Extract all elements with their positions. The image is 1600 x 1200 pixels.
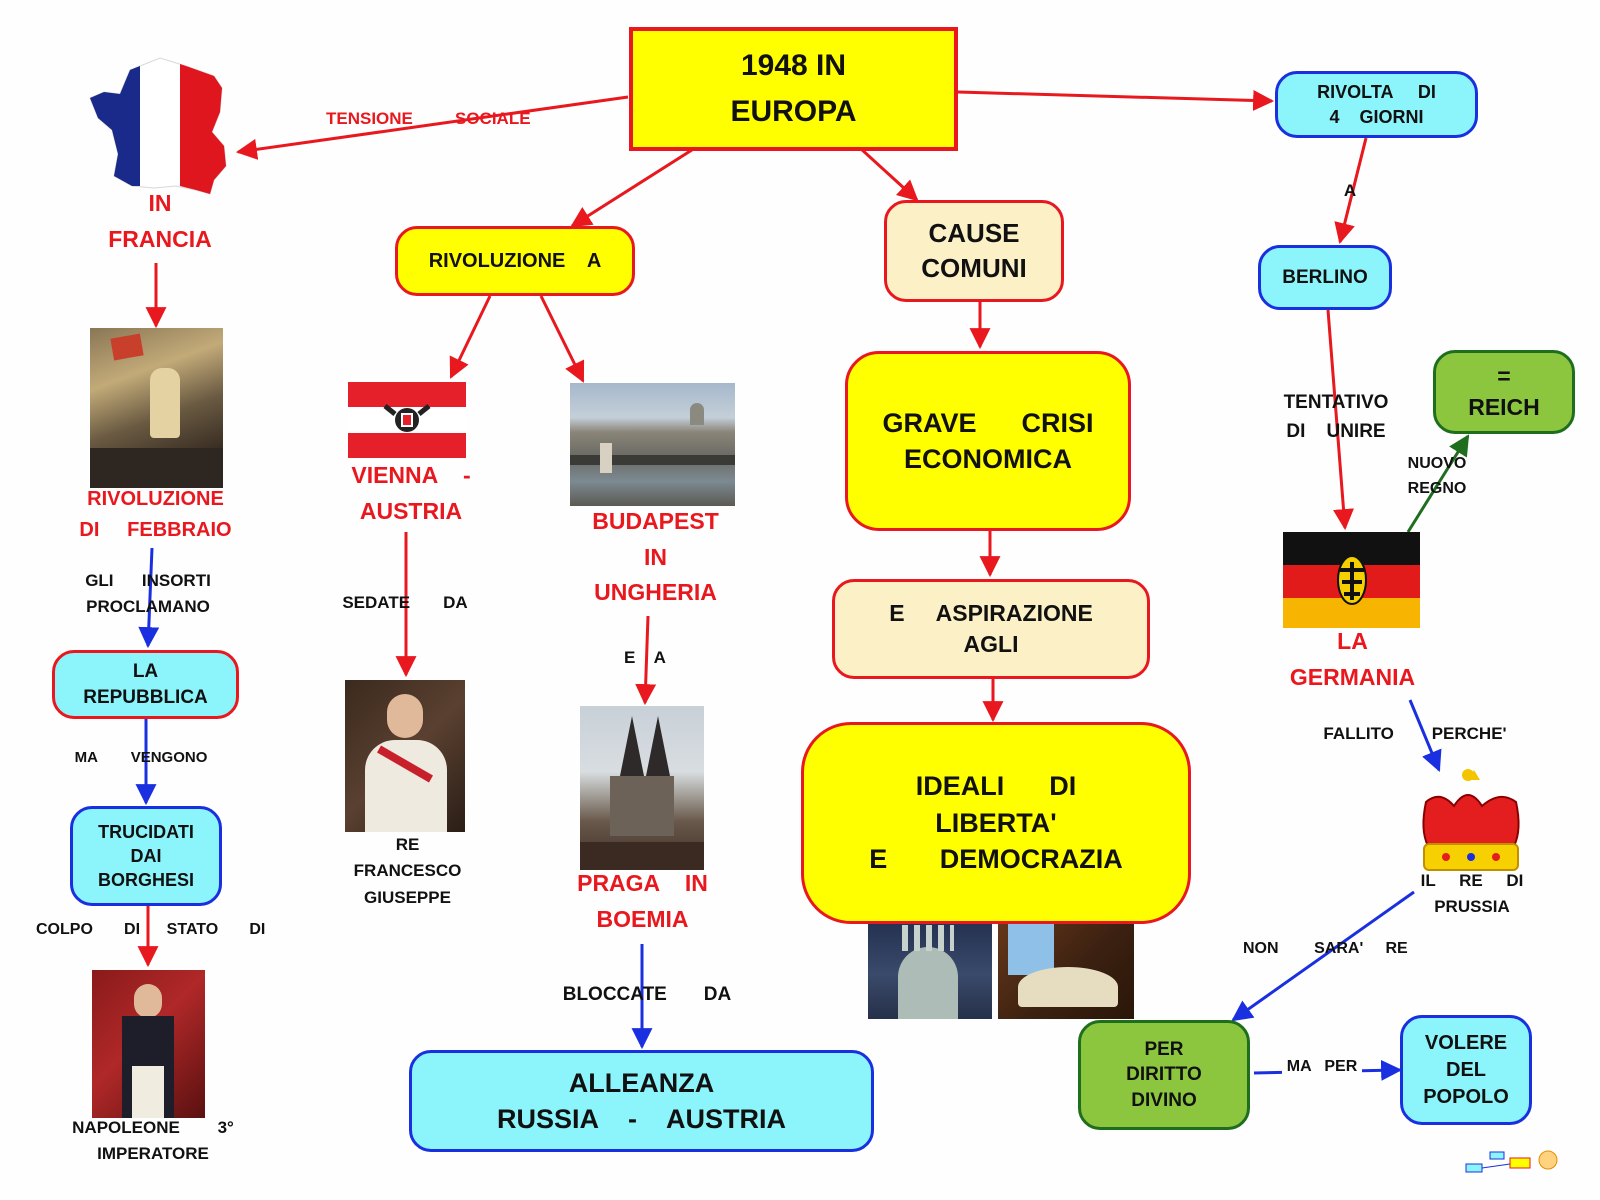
- arrow-rivoluzione-vienna: [449, 295, 492, 379]
- alleanza-line-1: ALLEANZA: [568, 1067, 715, 1098]
- volere-line-1: VOLERE: [1424, 1031, 1508, 1054]
- aspirazione-line-2: AGLI: [963, 631, 1019, 657]
- napoleone-link-label: NAPOLEONE 3° IMPERATORE: [72, 1118, 234, 1164]
- liberty-leading-painting: [90, 328, 223, 488]
- volere-line-2: DEL: [1446, 1058, 1486, 1081]
- budapest-photo: [570, 383, 735, 506]
- arrow-budapest-praga: [635, 615, 657, 706]
- france-map-icon: [89, 57, 227, 195]
- trucidati-line-2: DAI: [130, 845, 162, 866]
- title-line-1: 1948 IN: [740, 48, 847, 82]
- volere-node: VOLERE DEL POPOLO: [1400, 1015, 1532, 1125]
- franz-joseph-portrait: [345, 680, 465, 832]
- rivoluzione-node: RIVOLUZIONE A: [395, 226, 635, 296]
- germania-label: LA GERMANIA: [1289, 628, 1416, 690]
- reich-node: = REICH: [1433, 350, 1575, 434]
- arrow-title-rivoluzione: [570, 146, 696, 228]
- rivoluzione-label: RIVOLUZIONE A: [428, 249, 602, 272]
- diritto-line-3: DIVINO: [1131, 1089, 1197, 1111]
- arrow-febbraio-repubblica: [138, 547, 160, 649]
- tentativo-link-label: TENTATIVO DI UNIRE: [1283, 392, 1389, 443]
- bloccate-link-label: BLOCCATE DA: [562, 984, 732, 1005]
- rivoluzione-febbraio-label: RIVOLUZIONE DI FEBBRAIO: [79, 488, 232, 541]
- alleanza-line-2: RUSSIA - AUSTRIA: [496, 1104, 786, 1134]
- cause-node: CAUSE COMUNI: [884, 200, 1064, 302]
- budapest-label: BUDAPEST IN UNGHERIA: [592, 508, 719, 606]
- ideali-line-2: LIBERTA': [935, 807, 1057, 838]
- arrow-title-rivolta: [957, 89, 1275, 111]
- ideali-line-3: E DEMOCRAZIA: [869, 844, 1123, 875]
- crown-icon: [1422, 769, 1520, 871]
- arrow-germania-crown: [1408, 699, 1442, 772]
- praga-label: PRAGA IN BOEMIA: [577, 870, 708, 932]
- repubblica-line-2: REPUBBLICA: [83, 686, 208, 708]
- arrow-berlino-germania: [1326, 309, 1354, 531]
- e-a-link-label: E A: [624, 648, 666, 667]
- germany-flag-icon: [1283, 532, 1420, 628]
- rivolta-line-1: RIVOLTA DI: [1317, 82, 1436, 103]
- austria-flag-icon: [348, 382, 466, 458]
- berlino-label: BERLINO: [1282, 266, 1368, 288]
- open-book-photo: [998, 907, 1134, 1019]
- diritto-node: PER DIRITTO DIVINO: [1078, 1020, 1250, 1130]
- diritto-line-1: PER: [1144, 1038, 1184, 1060]
- diritto-line-2: DIRITTO: [1126, 1064, 1202, 1086]
- title-box: 1948 IN EUROPA: [629, 27, 958, 151]
- volere-line-3: POPOLO: [1423, 1085, 1509, 1108]
- aspirazione-line-1: E ASPIRAZIONE: [889, 599, 1093, 626]
- arrow-prussia-diritto: [1231, 890, 1415, 1022]
- reich-line-1: =: [1497, 362, 1511, 389]
- nuovo-regno-link-label: NUOVO REGNO: [1407, 455, 1467, 497]
- colpo-link-label: COLPO DI STATO DI: [36, 921, 266, 938]
- fallito-link-label: FALLITO PERCHE': [1323, 724, 1507, 743]
- ideali-node: IDEALI DI LIBERTA' E DEMOCRAZIA: [801, 722, 1191, 924]
- prague-tyn-church-photo: [580, 706, 704, 870]
- aspirazione-node: E ASPIRAZIONE AGLI: [832, 579, 1150, 679]
- trucidati-line-3: BORGHESI: [97, 870, 194, 891]
- arrow-title-cause: [858, 146, 919, 202]
- trucidati-line-1: TRUCIDATI: [98, 821, 194, 842]
- napoleon-portrait: [92, 970, 205, 1118]
- arrow-title-francia: [235, 95, 629, 160]
- arrow-rivoluzione-budapest: [539, 295, 585, 383]
- sedate-link-label: SEDATE DA: [342, 593, 468, 612]
- non-sara-link-label: NON SARA' RE: [1243, 940, 1408, 957]
- vengono-link-label: MA VENGONO: [74, 749, 208, 766]
- mapper-logo-icon: [1465, 1150, 1558, 1173]
- reich-line-2: REICH: [1468, 394, 1540, 420]
- ma-per-link-label: MA PER: [1282, 1055, 1362, 1080]
- ideali-line-1: IDEALI DI: [915, 771, 1077, 802]
- re-prussia-link-label: IL RE DI PRUSSIA: [1420, 871, 1524, 917]
- vienna-label: VIENNA - AUSTRIA: [351, 462, 471, 524]
- rivolta-node: RIVOLTA DI 4 GIORNI: [1275, 71, 1478, 138]
- alleanza-node: ALLEANZA RUSSIA - AUSTRIA: [409, 1050, 874, 1152]
- statue-of-liberty-photo: [868, 907, 992, 1019]
- repubblica-node: LA REPUBBLICA: [52, 650, 239, 719]
- sociale-link-label: SOCIALE: [455, 109, 531, 128]
- repubblica-line-1: LA: [132, 660, 159, 682]
- crisi-line-2: ECONOMICA: [904, 444, 1072, 474]
- trucidati-node: TRUCIDATI DAI BORGHESI: [70, 806, 222, 906]
- arrow-germania-reich: [1406, 434, 1470, 533]
- crisi-node: GRAVE CRISI ECONOMICA: [845, 351, 1131, 531]
- crisi-line-1: GRAVE CRISI: [882, 407, 1094, 438]
- a-link-label: A: [1343, 181, 1357, 200]
- cause-line-1: CAUSE: [928, 217, 1020, 248]
- cause-line-2: COMUNI: [921, 253, 1027, 283]
- tensione-link-label: TENSIONE: [326, 109, 428, 128]
- berlino-node: BERLINO: [1258, 245, 1392, 310]
- arrow-rivolta-berlino: [1334, 137, 1368, 245]
- title-line-2: EUROPA: [730, 95, 857, 128]
- insorti-link-label: GLI INSORTI PROCLAMANO: [85, 571, 211, 617]
- francia-label: IN FRANCIA: [108, 190, 212, 252]
- rivolta-line-2: 4 GIORNI: [1329, 106, 1424, 127]
- re-francesco-link-label: RE FRANCESCO GIUSEPPE: [353, 835, 462, 907]
